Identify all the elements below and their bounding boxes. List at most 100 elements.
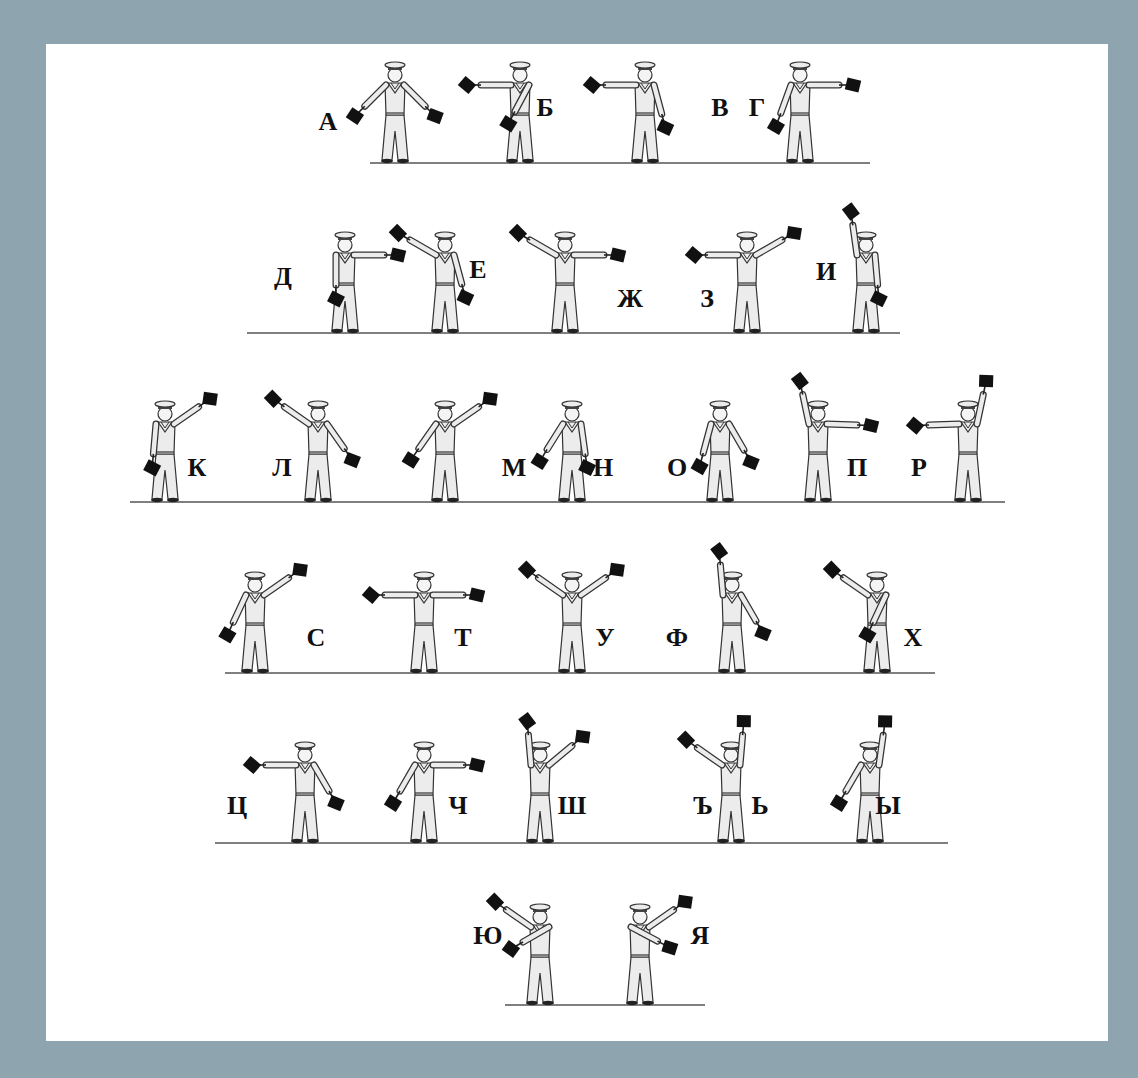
arm [581, 578, 606, 595]
flag [264, 390, 282, 408]
arm-outline [720, 565, 723, 595]
shoe [431, 329, 443, 333]
sailor-figure [264, 390, 361, 503]
arm [741, 595, 756, 621]
sailor-figure [402, 392, 498, 502]
arm-outline [314, 765, 329, 791]
cap [555, 232, 575, 238]
flag-stick [358, 106, 364, 112]
collar [417, 763, 431, 773]
arm-outline [333, 255, 340, 285]
flag [661, 940, 678, 956]
arm-outline [433, 762, 463, 769]
shoe [331, 329, 343, 333]
shoe [804, 498, 816, 502]
shoe [717, 839, 729, 843]
shoe [852, 329, 864, 333]
sailor-figure [710, 542, 772, 673]
belt [531, 792, 549, 793]
collar-stripe [441, 253, 449, 259]
arm-outline [697, 748, 722, 765]
collar [638, 83, 652, 93]
collar-stripe [568, 422, 576, 428]
trousers [382, 115, 408, 160]
flag [292, 563, 308, 577]
belt [563, 622, 581, 623]
arm-outline [284, 407, 309, 424]
head [298, 748, 312, 762]
collar-stripe [391, 83, 399, 89]
semaphore-letter: Ш [558, 793, 587, 819]
flag [677, 731, 695, 749]
arm-outline [530, 240, 556, 255]
arm-outline [879, 735, 883, 765]
sailor-figure [458, 62, 534, 163]
shoe [526, 839, 538, 843]
arm-outline [853, 225, 857, 255]
belt [959, 451, 977, 452]
flag [469, 758, 485, 773]
arm [843, 578, 868, 595]
arm-outline [649, 910, 674, 927]
arm-outline [523, 927, 549, 942]
cap [722, 572, 742, 578]
arm-outline [354, 252, 384, 259]
arm-outline [581, 578, 606, 595]
sailor-figure [384, 742, 485, 843]
shoe [856, 839, 868, 843]
arm-outline [419, 424, 436, 449]
arm [454, 255, 462, 284]
arm-outline [264, 578, 289, 595]
trousers [805, 454, 831, 499]
arm [334, 255, 339, 285]
semaphore-letter: Н [593, 455, 613, 481]
shoe [567, 329, 579, 333]
cap [414, 742, 434, 748]
shoe [970, 498, 982, 502]
belt [809, 451, 827, 452]
semaphore-letter: И [816, 259, 836, 285]
arm [410, 240, 436, 255]
trousers [719, 625, 745, 670]
cap [335, 232, 355, 238]
sailor-figure [767, 62, 861, 163]
shoe [241, 669, 253, 673]
arm-outline [174, 407, 199, 424]
arm-outline [740, 735, 743, 765]
collar [565, 593, 579, 603]
head [633, 910, 647, 924]
cap [562, 401, 582, 407]
flag [786, 226, 802, 240]
collar [438, 422, 452, 432]
trousers [242, 625, 268, 670]
arm-outline [153, 424, 156, 454]
flag [499, 115, 517, 133]
arm-outline [433, 592, 463, 599]
arm-outline [809, 82, 839, 89]
head [513, 68, 527, 82]
sailor-figure [685, 226, 802, 333]
arm [781, 85, 791, 113]
arm [740, 735, 743, 765]
trousers [527, 957, 553, 1002]
arm [697, 748, 722, 765]
arm [515, 85, 529, 111]
cap [435, 401, 455, 407]
semaphore-letter: Я [691, 923, 710, 949]
trousers [432, 285, 458, 330]
cap [155, 401, 175, 407]
collar [388, 83, 402, 93]
collar-stripe [516, 83, 524, 89]
sailor-figure [791, 372, 879, 502]
collar-stripe [727, 763, 735, 769]
head [533, 910, 547, 924]
flag [830, 794, 848, 812]
flag [518, 712, 536, 730]
cap [958, 401, 978, 407]
panel [46, 44, 1108, 1041]
collar [338, 253, 352, 263]
cap [414, 572, 434, 578]
trousers [734, 285, 760, 330]
shoe [526, 1001, 538, 1005]
arm [506, 910, 531, 927]
